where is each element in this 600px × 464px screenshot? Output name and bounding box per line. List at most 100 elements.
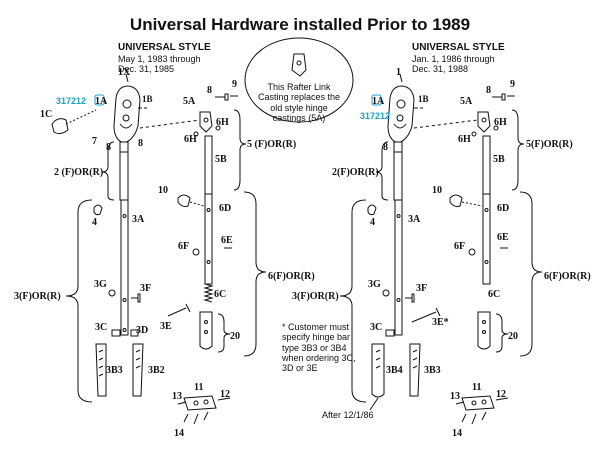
order-note: * Customer must specify hinge bar type 3… xyxy=(282,322,356,374)
label-4-right: 4 xyxy=(370,217,375,228)
label-1c-left: 1C xyxy=(40,109,53,120)
left-style-name: UNIVERSAL STYLE xyxy=(118,42,211,53)
label-6e-left: 6E xyxy=(221,235,233,246)
hinge-bar-3b3 xyxy=(95,343,107,397)
label-6-left: 6(F)OR(R) xyxy=(268,271,315,282)
label-5a-left: 5A xyxy=(183,96,196,107)
label-3f-right: 3F xyxy=(416,283,428,294)
page-title: Universal Hardware installed Prior to 19… xyxy=(129,15,471,34)
brace-20-left xyxy=(217,313,231,353)
label-3c-right: 3C xyxy=(370,322,383,333)
brace-6-right xyxy=(519,191,543,357)
spacer-1a xyxy=(94,94,105,106)
label-3b4-right: 3B4 xyxy=(386,365,403,376)
label-7-left: 7 xyxy=(92,136,97,147)
label-3-right: 3(F)OR(R) xyxy=(292,291,339,302)
rafter-link-casting-icon xyxy=(291,53,307,77)
bushing-6h-left-a xyxy=(193,131,199,137)
label-2-right: 2(F)OR(R) xyxy=(332,167,379,178)
right-style-name: UNIVERSAL STYLE xyxy=(412,42,505,53)
label-12-left: 12 xyxy=(220,389,230,400)
label-3b3-left: 3B3 xyxy=(106,365,123,376)
upper-tube-2-right xyxy=(393,141,403,201)
label-14-left: 14 xyxy=(174,428,184,439)
brace-5-left xyxy=(233,109,247,191)
right-date-line2: Dec. 31, 1988 xyxy=(412,64,469,74)
screw-14-left-c xyxy=(203,411,209,421)
label-5a-right: 5A xyxy=(460,96,473,107)
label-5-left: 5 (F)OR(R) xyxy=(247,139,297,150)
label-2-left: 2 (F)OR(R) xyxy=(54,167,104,178)
screw-14-left-b xyxy=(193,413,199,425)
bracket-20-right xyxy=(477,311,491,350)
clip-3c xyxy=(111,329,121,337)
label-3c-left: 3C xyxy=(95,322,108,333)
label-3e-left: 3E xyxy=(160,321,172,332)
dash-link-left xyxy=(139,119,201,129)
label-9-left: 9 xyxy=(232,79,237,90)
left-date-line2: Dec. 31, 1985 xyxy=(118,64,175,74)
label-1a-left: 1A xyxy=(95,96,108,107)
label-6f-left: 6F xyxy=(178,241,190,252)
tube-5b-right xyxy=(482,135,491,195)
screw-14-left-a xyxy=(183,413,189,423)
label-6c-right: 6C xyxy=(488,289,501,300)
label-6d-right: 6D xyxy=(497,203,510,214)
leader-after xyxy=(369,397,379,411)
label-8-left-b: 8 xyxy=(138,138,143,149)
bolt-3e-right xyxy=(411,307,441,323)
label-3a-right: 3A xyxy=(408,214,421,225)
callout-text: This Rafter Link Casting replaces the ol… xyxy=(257,82,341,124)
leader-1 xyxy=(399,73,403,83)
label-20-left: 20 xyxy=(230,331,240,342)
label-11-left: 11 xyxy=(194,382,204,393)
label-6h-left-a: 6H xyxy=(216,117,229,128)
clip-3c-right xyxy=(385,329,395,337)
label-14-right: 14 xyxy=(452,428,462,439)
spring-6c-left xyxy=(203,283,214,303)
brace-3-left xyxy=(65,199,93,403)
label-6f-right: 6F xyxy=(454,241,466,252)
bushing-6h-right-a xyxy=(471,131,477,137)
bolt-3f xyxy=(131,293,141,303)
label-5-right: 5(F)OR(R) xyxy=(526,139,573,150)
lower-tube-3a-right xyxy=(394,199,403,336)
bushing-6h-left-b xyxy=(215,125,221,131)
label-8-left-c: 8 xyxy=(207,85,212,96)
label-1b-left: 1B xyxy=(142,94,153,104)
knob-6f-right xyxy=(468,248,476,256)
label-3e-right: 3E* xyxy=(432,317,449,328)
hinge-bar-3b4 xyxy=(371,343,385,398)
label-3b3-right: 3B3 xyxy=(424,365,441,376)
label-9-right: 9 xyxy=(510,79,515,90)
knob-3g-right xyxy=(382,289,390,297)
label-3a-left: 3A xyxy=(132,214,145,225)
label-8-right-b: 8 xyxy=(486,85,491,96)
label-13-right: 13 xyxy=(450,391,460,402)
label-10-left: 10 xyxy=(158,185,168,196)
brace-2-left xyxy=(101,141,115,201)
label-1a-right: 1A xyxy=(372,96,385,107)
label-5b-left: 5B xyxy=(215,154,227,165)
knob-4-right xyxy=(367,204,377,216)
screw-8-left-top xyxy=(215,93,229,101)
label-13-left: 13 xyxy=(172,391,182,402)
screw-12-right xyxy=(495,397,509,401)
dash-link-right xyxy=(413,119,479,129)
hinge-casting-1 xyxy=(387,85,415,144)
label-3g-right: 3G xyxy=(368,279,381,290)
spacer-1a-right xyxy=(371,94,382,106)
link-casting-5a-right xyxy=(477,111,491,133)
brace-2-right xyxy=(375,141,389,201)
label-10-right: 10 xyxy=(432,185,442,196)
knob-3g xyxy=(108,289,116,297)
label-6h-right-b: 6H xyxy=(458,134,471,145)
label-5b-right: 5B xyxy=(493,154,505,165)
screw-13-right xyxy=(455,401,465,405)
screw-12-left xyxy=(217,397,231,401)
label-6d-left: 6D xyxy=(219,203,232,214)
screw-14-right-b xyxy=(471,413,477,425)
bolt-3f-right xyxy=(405,293,415,303)
screw-8-right-top xyxy=(492,93,506,101)
brace-3-right xyxy=(339,199,367,403)
